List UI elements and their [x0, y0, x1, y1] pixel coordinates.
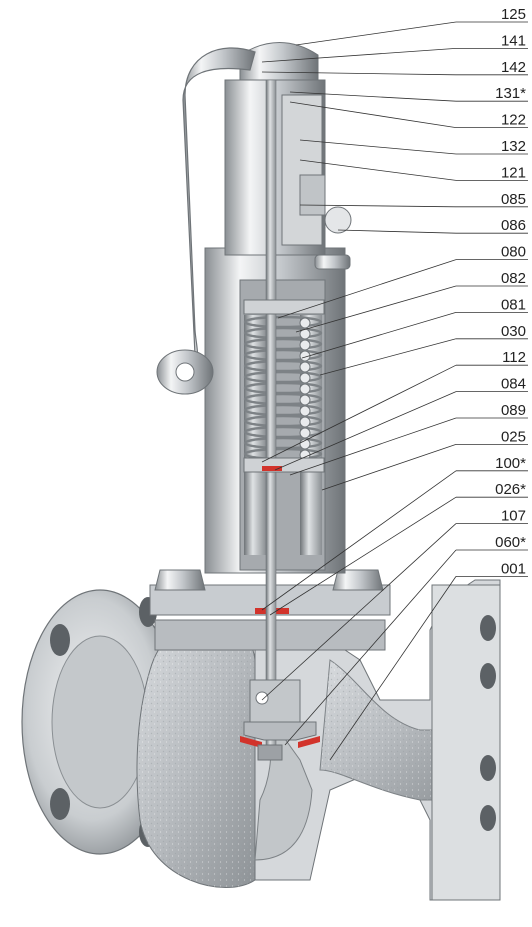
callout-label: 084 — [501, 376, 526, 393]
callout-label: 107 — [501, 508, 526, 525]
callout-leader-line — [261, 523, 457, 701]
callout-leader-line — [299, 139, 457, 155]
flange-bolt-hole — [480, 755, 496, 781]
valve-body — [21, 579, 501, 901]
spring-coil-section — [299, 394, 311, 406]
callout-label: 082 — [501, 270, 526, 287]
callout-leader-line — [337, 229, 457, 234]
callout-label: 100* — [495, 455, 526, 472]
flange-bolt-hole — [480, 663, 496, 689]
callout-leader-line — [321, 444, 457, 491]
spring-coil-section — [299, 383, 311, 395]
gasket-red-upper — [262, 466, 282, 471]
callout-label: 030 — [501, 323, 526, 340]
stem-assembly — [240, 79, 325, 761]
nozzle — [257, 744, 283, 761]
callout-layer: 125 141 142 131* 122 132 121 085 086 080 082 081 030… — [261, 6, 528, 761]
callout-label: 081 — [501, 296, 526, 313]
callout-label: 141 — [501, 32, 526, 49]
spring-coil-section — [299, 416, 311, 428]
spring-coil-section — [299, 317, 311, 329]
callout-leader-line — [261, 364, 457, 463]
callout-leader-line — [289, 417, 457, 476]
flange-bolt-hole — [50, 788, 70, 820]
spindle — [265, 79, 277, 761]
callout-label: 060* — [495, 534, 526, 551]
callout-leader-line — [274, 391, 457, 471]
callout-leader-line — [261, 470, 457, 611]
callout-label: 086 — [501, 217, 526, 234]
callout-leader-line — [301, 312, 457, 359]
callout-leader-line — [269, 496, 457, 616]
callout-leader-line — [329, 576, 457, 761]
callout-label: 122 — [501, 112, 526, 129]
callout-label: 125 — [501, 6, 526, 23]
callout-leader-line — [289, 101, 457, 128]
callout-leader-line — [319, 338, 457, 376]
callout-label: 001 — [501, 560, 526, 577]
spring-coil-section — [299, 339, 311, 351]
callout-label: 142 — [501, 59, 526, 76]
flange-bolt-hole — [50, 624, 70, 656]
callout-leader-line — [299, 159, 457, 181]
flange-bolt-hole — [480, 615, 496, 641]
upper-housing — [224, 42, 352, 270]
test-screw — [314, 254, 351, 270]
lift-aid-pin — [255, 691, 269, 705]
callout-label: 131* — [495, 85, 526, 102]
spring-plate-bottom — [243, 457, 325, 473]
spring-coil-section — [299, 361, 311, 373]
callout-label: 112 — [502, 349, 526, 366]
spring-coil-section — [299, 372, 311, 384]
callout-label: 026* — [495, 481, 526, 498]
spring-coil-section — [299, 405, 311, 417]
flange-bolt-hole — [480, 805, 496, 831]
seal-tag — [324, 206, 352, 234]
callout-leader-line — [261, 71, 457, 76]
callout-leader-line — [261, 48, 457, 63]
callout-label: 121 — [501, 164, 526, 181]
hex-nut — [154, 569, 206, 591]
spring-plate-top — [243, 299, 325, 315]
callout-label: 085 — [501, 191, 526, 208]
cap — [239, 42, 319, 81]
callout-label: 025 — [501, 428, 526, 445]
disc — [243, 721, 317, 741]
callout-leader-line — [284, 549, 457, 746]
callout-label: 132 — [501, 138, 526, 155]
callout-leader-line — [299, 204, 457, 208]
spring-coils — [243, 315, 323, 461]
callout-leader-line — [295, 21, 457, 46]
spring-coil-section — [299, 427, 311, 439]
callout-label: 080 — [501, 244, 526, 261]
callout-leader-line — [295, 285, 457, 333]
callout-leader-line — [289, 91, 457, 102]
callout-label: 089 — [501, 402, 526, 419]
callout-leader-line — [277, 259, 457, 319]
